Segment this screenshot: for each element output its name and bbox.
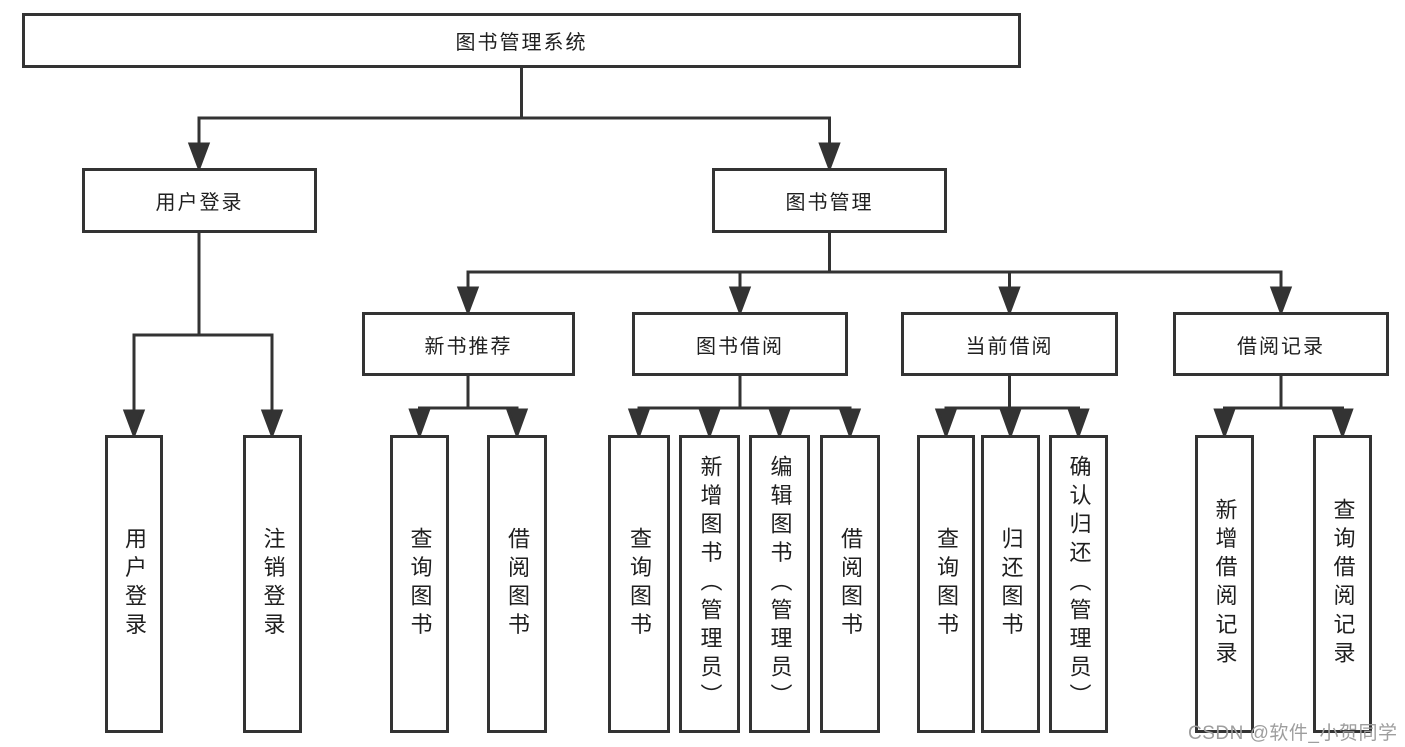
node-book-management: 图书管理 bbox=[712, 168, 947, 233]
watermark: CSDN @软件_小贺同学 bbox=[1188, 723, 1398, 744]
leaf-query-books-recommend: 查询图书 bbox=[390, 435, 449, 733]
leaf-logout: 注销登录 bbox=[243, 435, 302, 733]
leaf-add-books-admin: 新增图书（管理员） bbox=[679, 435, 740, 733]
node-current-borrow: 当前借阅 bbox=[901, 312, 1118, 376]
node-borrow-records: 借阅记录 bbox=[1173, 312, 1389, 376]
leaf-query-books-borrow: 查询图书 bbox=[608, 435, 670, 733]
leaf-return-books: 归还图书 bbox=[981, 435, 1040, 733]
leaf-query-books-current: 查询图书 bbox=[917, 435, 975, 733]
node-new-book-recommend: 新书推荐 bbox=[362, 312, 575, 376]
leaf-confirm-return-admin: 确认归还（管理员） bbox=[1049, 435, 1108, 733]
node-user-login: 用户登录 bbox=[82, 168, 317, 233]
leaf-borrow-books-recommend: 借阅图书 bbox=[487, 435, 547, 733]
node-library-management-system: 图书管理系统 bbox=[22, 13, 1021, 68]
leaf-user-login: 用户登录 bbox=[105, 435, 163, 733]
leaf-edit-books-admin: 编辑图书（管理员） bbox=[749, 435, 810, 733]
node-book-borrow: 图书借阅 bbox=[632, 312, 848, 376]
leaf-add-borrow-record: 新增借阅记录 bbox=[1195, 435, 1254, 733]
leaf-query-borrow-record: 查询借阅记录 bbox=[1313, 435, 1372, 733]
leaf-borrow-books: 借阅图书 bbox=[820, 435, 880, 733]
